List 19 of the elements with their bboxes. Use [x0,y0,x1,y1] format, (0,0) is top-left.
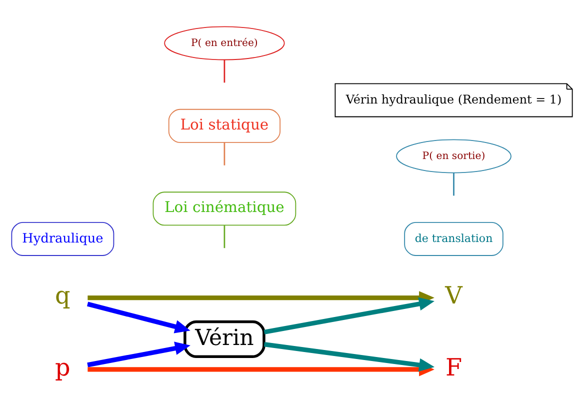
arrow [264,342,435,372]
node-box: Loi statique [168,108,280,142]
arrow [264,296,434,334]
arrow [87,341,190,367]
connector [224,142,226,165]
node-text: p [55,352,70,381]
node-ellipse: P( en entrée) [164,26,285,60]
node-box: Vérin [184,320,266,358]
connector [224,59,226,82]
connector [224,224,226,248]
connector [453,172,454,196]
node-box: Loi cinématique [152,191,296,226]
node-box: Hydraulique [11,221,114,256]
node-box: de translation [404,221,504,256]
node-ellipse: P( en sortie) [396,138,512,173]
node-text: V [445,281,462,310]
node-text: q [55,281,70,310]
node-text: F [445,352,462,381]
arrow [86,301,190,333]
